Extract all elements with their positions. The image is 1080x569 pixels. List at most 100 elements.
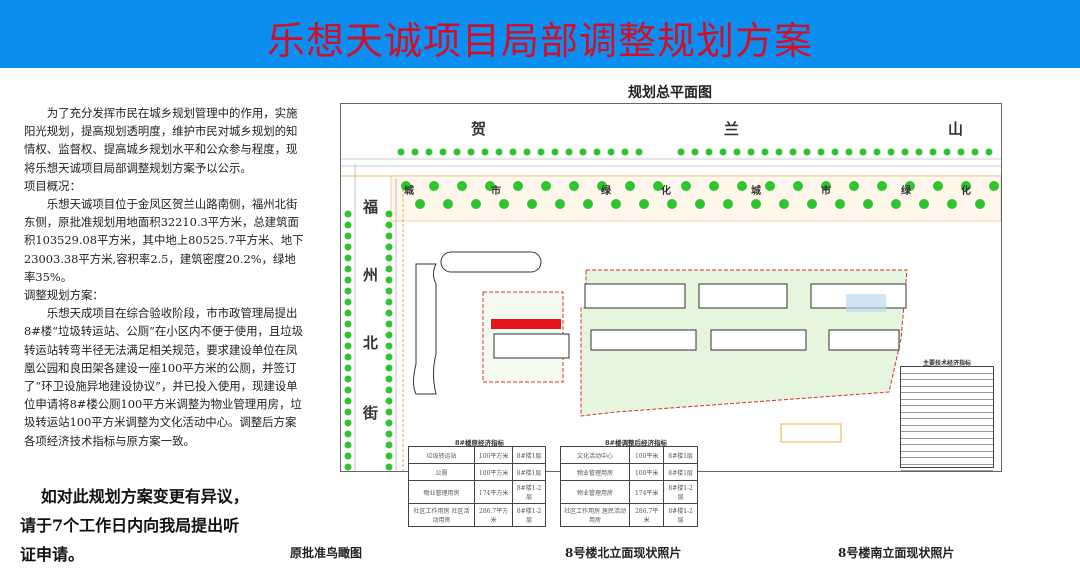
tree-icon (344, 342, 352, 350)
tree-icon (723, 199, 733, 209)
tree-icon (385, 375, 393, 383)
tree-icon (344, 441, 352, 449)
tree-icon (933, 181, 943, 191)
tree-icon (385, 430, 393, 438)
table-cell: 社区工作用房 居民活动用房 (559, 503, 631, 527)
greenbelt-label: 城 (751, 186, 761, 197)
tree-icon (344, 320, 352, 328)
table-cell: 物业管理用房 (559, 463, 631, 481)
table-cell: 物业管理用房 (559, 480, 631, 504)
road-label: 福 (363, 198, 379, 216)
tree-icon (513, 181, 523, 191)
tree-icon (761, 148, 769, 156)
tree-icon (344, 386, 352, 394)
tree-icon (385, 408, 393, 416)
tree-icon (597, 181, 607, 191)
table-cell: 100平米 (629, 446, 665, 464)
tree-icon (439, 148, 447, 156)
table-cell: 100平方米 (473, 446, 514, 464)
appeal-line: 如对此规划方案变更有异议， (40, 487, 249, 506)
table-cell: 8#楼1-2层 (663, 503, 698, 527)
tree-icon (344, 463, 352, 471)
caption-south-elevation: 8号楼南立面现状照片 (838, 546, 955, 560)
tree-icon (635, 148, 643, 156)
road-label: 州 (363, 266, 379, 284)
overview-heading: 项目概况： (24, 178, 81, 193)
tree-icon (411, 148, 419, 156)
tree-icon (344, 232, 352, 240)
tree-icon (621, 148, 629, 156)
tree-icon (385, 452, 393, 460)
tree-icon (457, 181, 467, 191)
table-cell: 100平方米 (473, 463, 514, 481)
tree-icon (607, 148, 615, 156)
road-label: 北 (363, 334, 379, 352)
tree-icon (555, 199, 565, 209)
tree-icon (541, 181, 551, 191)
tree-icon (385, 210, 393, 218)
table-row (901, 465, 993, 471)
plan-heading: 调整规划方案： (24, 288, 104, 303)
page-title: 乐想天诚项目局部调整规划方案 (266, 19, 813, 63)
tree-icon (385, 276, 393, 284)
tree-icon (873, 148, 881, 156)
table-row (901, 406, 993, 413)
tree-icon (344, 265, 352, 273)
tree-icon (807, 199, 817, 209)
tree-icon (831, 148, 839, 156)
tree-icon (779, 199, 789, 209)
appeal-notice: 如对此规划方案变更有异议， 请于7个工作日内向我局提出听 证申请。 (20, 482, 290, 569)
tree-icon (961, 181, 971, 191)
table-row (901, 439, 993, 445)
tree-icon (344, 364, 352, 372)
caption-aerial-view: 原批准鸟瞰图 (290, 546, 363, 560)
tree-icon (793, 181, 803, 191)
tree-icon (344, 430, 352, 438)
tree-icon (737, 181, 747, 191)
table-cell: 社区工作用房 社区活动用房 (408, 503, 475, 527)
tree-icon (385, 320, 393, 328)
table-row (901, 458, 993, 465)
tree-icon (971, 148, 979, 156)
road-label: 山 (948, 120, 964, 138)
tree-icon (425, 148, 433, 156)
table-cell: 文化活动中心 (559, 446, 631, 464)
greenbelt-label: 市 (491, 186, 501, 197)
tree-icon (471, 199, 481, 209)
tree-icon (611, 199, 621, 209)
table-cell: 174平方米 (473, 480, 514, 504)
table-row (901, 426, 993, 432)
tree-icon (821, 181, 831, 191)
tree-icon (385, 298, 393, 306)
tree-icon (344, 276, 352, 284)
tree-icon (751, 199, 761, 209)
table-row (901, 452, 993, 458)
table-row (901, 432, 993, 439)
tree-icon (639, 199, 649, 209)
road-label: 兰 (724, 120, 740, 138)
table-cell: 8#楼1层 (512, 463, 546, 481)
tree-icon (509, 148, 517, 156)
caption-north-elevation: 8号楼北立面现状照片 (565, 546, 682, 560)
tree-icon (344, 298, 352, 306)
tree-icon (947, 199, 957, 209)
tree-icon (385, 265, 393, 273)
tree-icon (344, 221, 352, 229)
tree-icon (803, 148, 811, 156)
tree-icon (929, 148, 937, 156)
road-label: 贺 (471, 120, 487, 138)
table-row (901, 367, 993, 374)
greenbelt-label: 化 (661, 186, 671, 197)
tree-icon (957, 148, 965, 156)
table-row (901, 419, 993, 426)
tree-icon (583, 199, 593, 209)
tree-icon (385, 342, 393, 350)
site-plan-drawing (341, 148, 1001, 471)
tree-icon (397, 148, 405, 156)
overview-text: 乐想天诚项目位于金凤区贺兰山路南侧，福州北街东侧，原批准规划用地面积32210.… (24, 197, 304, 284)
tree-icon (467, 148, 475, 156)
tree-icon (747, 148, 755, 156)
